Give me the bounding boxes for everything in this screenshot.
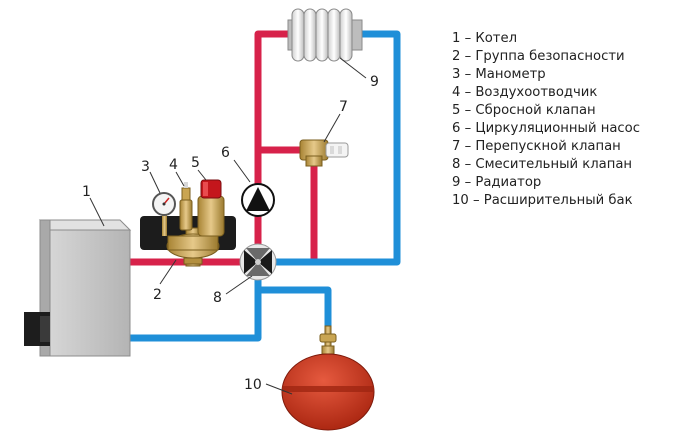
- legend-item-relief-valve: 5 – Сбросной клапан: [452, 103, 596, 118]
- legend-item-bypass-valve: 7 – Перепускной клапан: [452, 139, 621, 154]
- callout-bypass-valve: 7: [339, 99, 348, 115]
- callout-mixing-valve: 8: [213, 290, 222, 306]
- callout-safety-group: 2: [153, 287, 162, 303]
- radiator: [287, 8, 363, 62]
- legend: 1 – Котел 2 – Группа безопасности 3 – Ма…: [452, 30, 640, 210]
- return-pipe-to-boiler: [130, 262, 262, 342]
- callout-circulation-pump: 6: [221, 145, 230, 161]
- leader-lines: [89, 57, 367, 395]
- legend-item-expansion-tank: 10 – Расширительный бак: [452, 193, 633, 208]
- legend-item-air-vent: 4 – Воздухоотводчик: [452, 85, 598, 100]
- boiler: [24, 219, 132, 357]
- pressure-gauge: [152, 192, 176, 236]
- circulation-pump: [241, 183, 275, 217]
- callout-boiler: 1: [82, 184, 91, 200]
- callout-radiator: 9: [370, 74, 379, 90]
- legend-item-mixing-valve: 8 – Смесительный клапан: [452, 157, 633, 172]
- legend-item-circulation-pump: 6 – Циркуляционный насос: [452, 121, 640, 136]
- legend-item-boiler: 1 – Котел: [452, 31, 518, 46]
- return-pipes: [130, 30, 401, 342]
- legend-item-radiator: 9 – Радиатор: [452, 175, 542, 190]
- pump-arrow-icon: [246, 187, 270, 211]
- legend-item-safety-group: 2 – Группа безопасности: [452, 49, 625, 64]
- callout-pressure-gauge: 3: [141, 159, 150, 175]
- relief-valve: [197, 179, 225, 237]
- air-vent: [179, 182, 193, 231]
- safety-group: [140, 179, 236, 267]
- callout-expansion-tank: 10: [244, 377, 262, 393]
- callout-relief-valve: 5: [191, 155, 200, 171]
- legend-item-pressure-gauge: 3 – Манометр: [452, 67, 546, 82]
- mixing-valve: [239, 243, 277, 281]
- expansion-tank: [281, 325, 375, 431]
- return-pipe-to-tank: [258, 286, 332, 328]
- return-pipe-radiator: [258, 30, 401, 266]
- bypass-valve: [299, 139, 349, 167]
- callout-air-vent: 4: [169, 157, 178, 173]
